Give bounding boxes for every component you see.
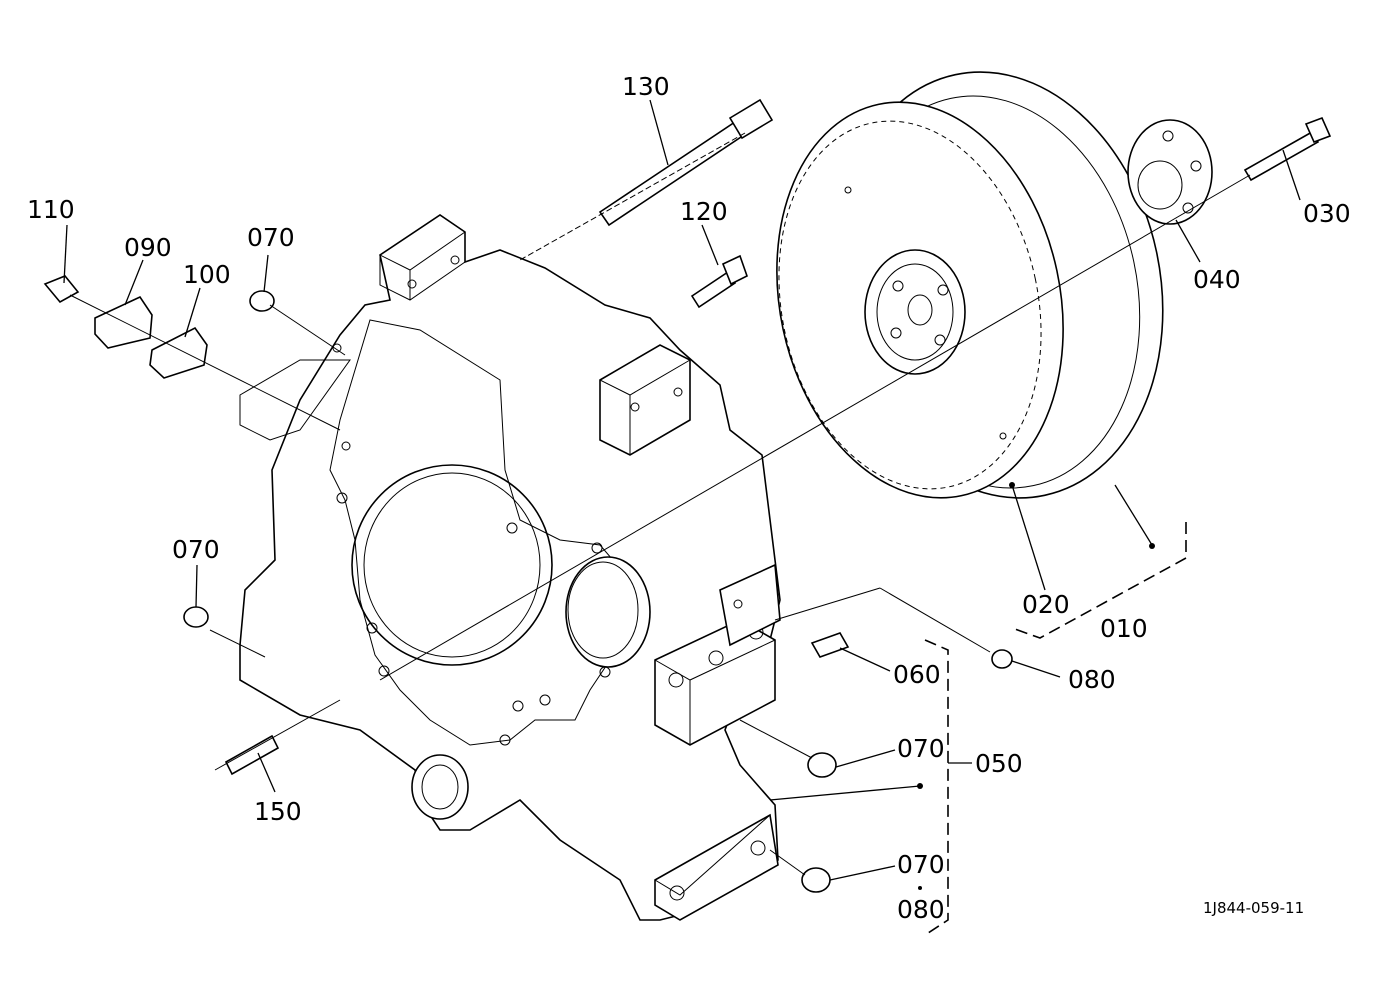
label-050: 050	[975, 749, 1023, 778]
leader-lines	[63, 99, 1301, 890]
label-110: 110	[27, 195, 75, 224]
label-040: 040	[1193, 265, 1241, 294]
label-070-middle: 070	[897, 734, 945, 763]
bolt-120	[690, 254, 748, 309]
part-labels: 130 120 030 040 110 090 100 070 070 020 …	[27, 72, 1351, 924]
label-080-right: 080	[1068, 665, 1116, 694]
flywheel	[776, 71, 1164, 499]
assembly-lines	[69, 132, 1251, 876]
bolt-030	[1243, 116, 1332, 182]
label-120: 120	[680, 197, 728, 226]
label-130: 130	[622, 72, 670, 101]
label-030: 030	[1303, 199, 1351, 228]
label-090: 090	[124, 233, 172, 262]
label-020: 020	[1022, 590, 1070, 619]
pins-and-plugs	[183, 290, 1013, 893]
label-010: 010	[1100, 614, 1148, 643]
label-150: 150	[254, 797, 302, 826]
stud-150	[224, 734, 280, 776]
bolt-130	[598, 98, 774, 227]
plate-100	[149, 326, 208, 379]
flywheel-housing	[239, 214, 781, 921]
label-070-bottom: 070	[897, 850, 945, 879]
flywheel-hub	[1127, 119, 1213, 225]
label-070-left: 070	[172, 535, 220, 564]
plate-090	[94, 295, 153, 349]
label-080-bottom: 080	[897, 895, 945, 924]
label-060: 060	[893, 660, 941, 689]
assembly-brackets	[924, 522, 1187, 936]
label-070-top: 070	[247, 223, 295, 252]
drawing-code: 1J844-059-11	[1203, 899, 1304, 917]
plug-110	[43, 275, 80, 304]
label-100: 100	[183, 260, 231, 289]
